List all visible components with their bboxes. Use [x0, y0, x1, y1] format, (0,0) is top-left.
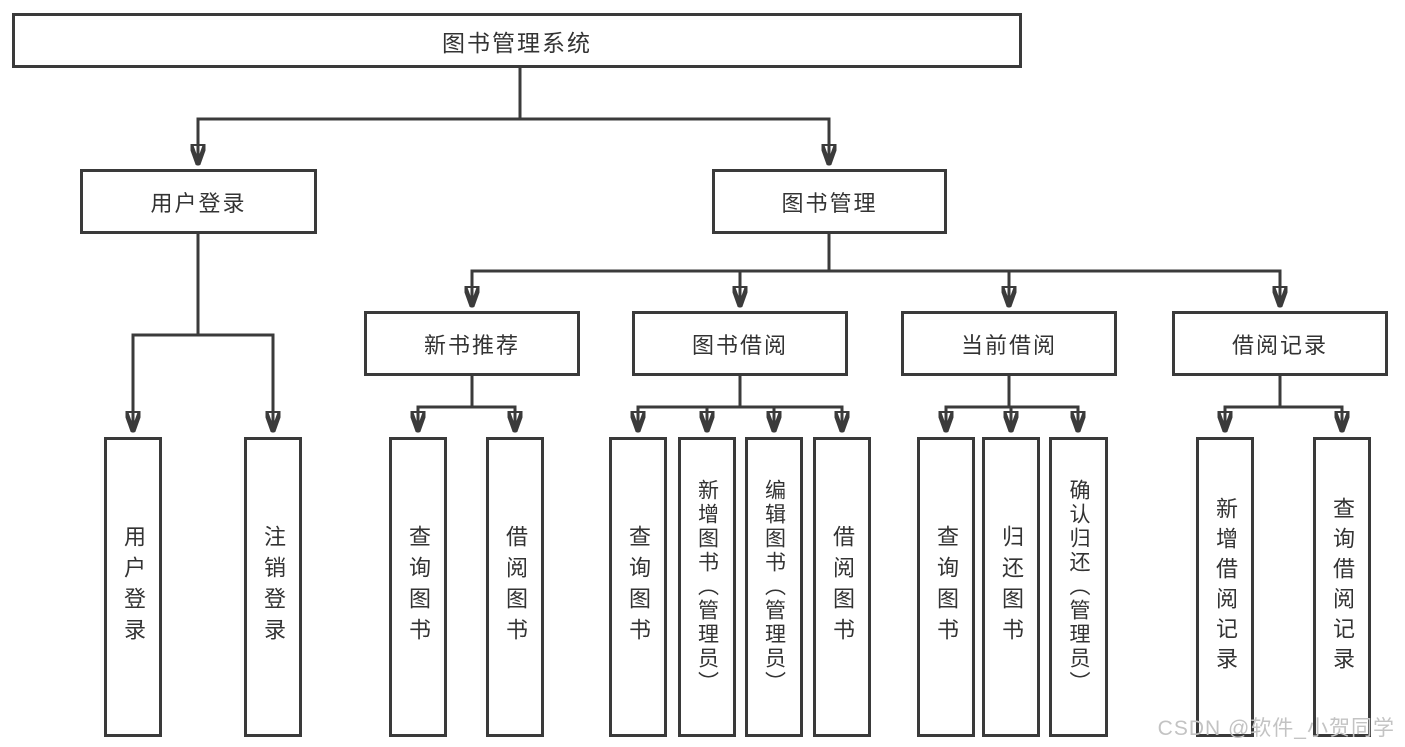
leaf-borrow-books-recommend: 借阅图书 — [486, 437, 544, 737]
leaf-add-books-admin: 新增图书（管理员） — [678, 437, 736, 737]
node-user-login: 用户登录 — [80, 169, 317, 234]
leaf-query-borrowing-record: 查询借阅记录 — [1313, 437, 1371, 737]
node-current-borrowing: 当前借阅 — [901, 311, 1117, 376]
leaf-return-books: 归还图书 — [982, 437, 1040, 737]
connector-book-management-to-level3 — [472, 232, 1280, 308]
connector-root-to-level2 — [198, 66, 829, 166]
connector-user-login-to-leaves — [133, 232, 273, 433]
node-book-borrowing: 图书借阅 — [632, 311, 848, 376]
node-library-management-system: 图书管理系统 — [12, 13, 1022, 68]
connector-new-book-recommend-to-leaves — [418, 374, 515, 433]
connector-book-borrowing-to-leaves — [638, 374, 842, 433]
leaf-query-books-current: 查询图书 — [917, 437, 975, 737]
csdn-watermark: CSDN @软件_小贺同学 — [1157, 717, 1395, 740]
node-borrowing-records: 借阅记录 — [1172, 311, 1388, 376]
leaf-edit-books-admin: 编辑图书（管理员） — [745, 437, 803, 737]
node-new-book-recommend: 新书推荐 — [364, 311, 580, 376]
leaf-query-books-recommend: 查询图书 — [389, 437, 447, 737]
connector-borrowing-records-to-leaves — [1225, 374, 1342, 433]
leaf-add-borrowing-record: 新增借阅记录 — [1196, 437, 1254, 737]
connector-current-borrowing-to-leaves — [946, 374, 1078, 433]
node-book-management: 图书管理 — [712, 169, 947, 234]
leaf-user-login: 用户登录 — [104, 437, 162, 737]
leaf-borrow-books-borrowing: 借阅图书 — [813, 437, 871, 737]
leaf-query-books-borrowing: 查询图书 — [609, 437, 667, 737]
leaf-logout: 注销登录 — [244, 437, 302, 737]
leaf-confirm-return-admin: 确认归还（管理员） — [1049, 437, 1108, 737]
